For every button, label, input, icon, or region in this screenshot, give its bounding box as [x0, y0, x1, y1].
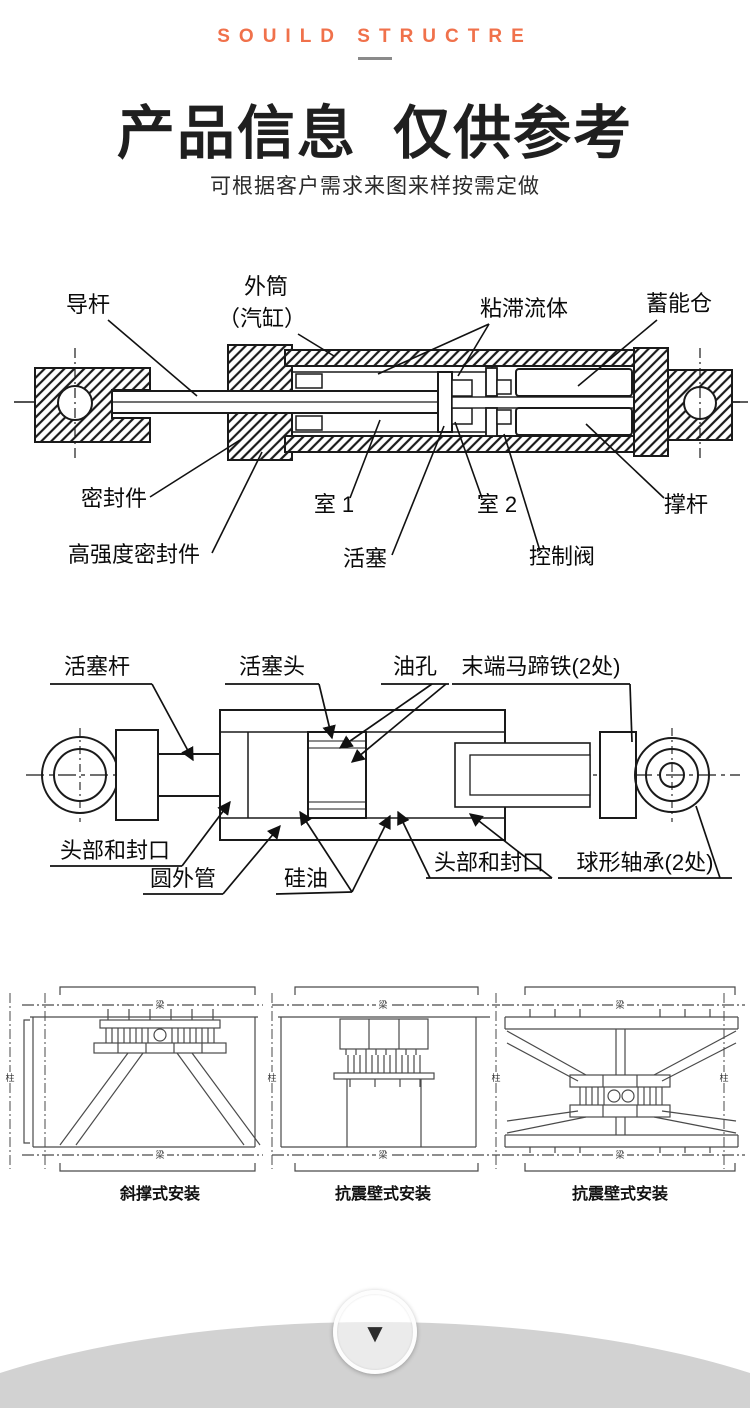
- caption-wall-install-2: 抗震壁式安装: [572, 1184, 668, 1203]
- page-title: 产品信息 仅供参考: [116, 101, 634, 166]
- scroll-down-button[interactable]: ▼: [333, 1290, 417, 1374]
- cylinder-drawing: [26, 709, 740, 841]
- panel2-damper: [333, 1018, 435, 1087]
- label-piston-head: 活塞头: [239, 654, 305, 679]
- label-oil-hole: 油孔: [393, 654, 437, 679]
- label-accumulator: 蓄能仓: [646, 291, 712, 316]
- label-chamber-1: 室 1: [314, 492, 354, 517]
- english-tagline: SOUILD STRUCTRE: [217, 26, 533, 47]
- label-viscous-fluid: 粘滞流体: [480, 296, 568, 321]
- installation-captions: 斜撑式安装 抗震壁式安装 抗震壁式安装: [119, 1184, 668, 1203]
- column-label: 柱: [719, 1072, 728, 1083]
- beam-label: 梁: [155, 1149, 164, 1160]
- label-seal: 密封件: [81, 486, 147, 511]
- damper-labels: 导杆 外筒 （汽缸） 粘滞流体 蓄能仓 密封件 高强度密封件 室 1 活塞 室 …: [66, 274, 712, 571]
- beam-label: 梁: [615, 999, 624, 1010]
- damper-leader-lines: [107, 319, 665, 556]
- column-label: 柱: [5, 1072, 14, 1083]
- chevron-down-icon: ▼: [362, 1318, 388, 1348]
- label-piston: 活塞: [343, 546, 387, 571]
- panel1-damper: [93, 1009, 227, 1054]
- label-piston-rod: 活塞杆: [64, 654, 130, 679]
- column-label: 柱: [491, 1072, 500, 1083]
- cylinder-labels: 活塞杆 活塞头 油孔 末端马蹄铁(2处) 头部和封口 圆外管 硅油 头部和封口 …: [60, 654, 713, 891]
- label-head-seal-left: 头部和封口: [60, 838, 170, 863]
- damper-cross-section-diagram: 导杆 外筒 （汽缸） 粘滞流体 蓄能仓 密封件 高强度密封件 室 1 活塞 室 …: [14, 274, 748, 571]
- label-spherical-bearing: 球形轴承(2处): [577, 850, 714, 875]
- beam-label: 梁: [615, 1149, 624, 1160]
- label-end-horseshoe: 末端马蹄铁(2处): [462, 654, 621, 679]
- tagline-underline: [358, 57, 392, 60]
- label-round-outer-tube: 圆外管: [150, 866, 216, 891]
- label-strut: 撑杆: [664, 492, 708, 517]
- beam-column-labels: 梁 梁 梁 梁 梁 梁 柱 柱 柱 柱: [3, 999, 731, 1160]
- column-label: 柱: [267, 1072, 276, 1083]
- label-outer-tube: 外筒: [244, 274, 288, 299]
- damper-drawing: [14, 344, 748, 461]
- beam-label: 梁: [378, 999, 387, 1010]
- installation-drawings: [9, 986, 745, 1172]
- installation-diagrams: 梁 梁 梁 梁 梁 梁 柱 柱 柱 柱 斜撑式安装 抗震壁式安装 抗震壁式安装: [3, 986, 745, 1203]
- panel3-damper: [569, 1074, 671, 1118]
- label-outer-tube-paren: （汽缸）: [218, 306, 306, 331]
- cylinder-leader-lines: [50, 683, 732, 895]
- label-head-seal-right: 头部和封口: [434, 850, 544, 875]
- beam-label: 梁: [155, 999, 164, 1010]
- label-chamber-2: 室 2: [477, 492, 517, 517]
- beam-label: 梁: [378, 1149, 387, 1160]
- page-subtitle: 可根据客户需求来图来样按需定做: [210, 175, 540, 198]
- label-silicone-oil: 硅油: [284, 866, 328, 891]
- hydraulic-cylinder-diagram: 活塞杆 活塞头 油孔 末端马蹄铁(2处) 头部和封口 圆外管 硅油 头部和封口 …: [26, 654, 740, 895]
- caption-wall-install-1: 抗震壁式安装: [335, 1184, 431, 1203]
- label-control-valve: 控制阀: [529, 544, 595, 569]
- caption-diagonal-brace-install: 斜撑式安装: [119, 1184, 200, 1203]
- label-guide-rod: 导杆: [66, 292, 110, 317]
- label-high-strength-seal: 高强度密封件: [68, 542, 200, 567]
